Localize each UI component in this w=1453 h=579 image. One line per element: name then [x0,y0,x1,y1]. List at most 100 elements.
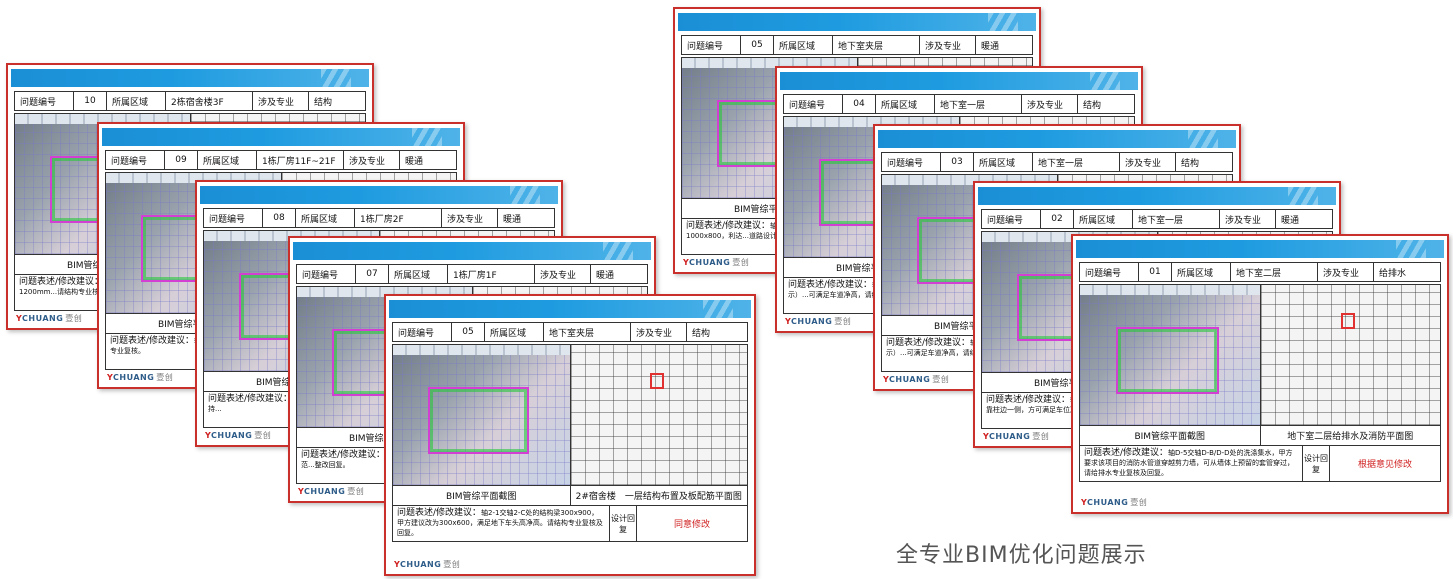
discipline-value: 暖通 [596,270,615,281]
discipline-value: 结构 [314,97,333,108]
discipline-label: 涉及专业 [253,92,309,110]
bim-caption: BIM管综平面截图 [393,486,571,505]
area-value: 地下室一层 [935,95,1022,113]
card-header-bar [11,69,369,87]
issue-description-row: 问题表述/修改建议：轴2-1交轴2-C处的结构梁300x900，甲方建议改为30… [392,506,748,542]
issue-no-label: 问题编号 [1080,263,1139,281]
card-header-bar [389,300,751,318]
discipline-label: 涉及专业 [631,323,687,341]
card-header-bar [1076,240,1444,258]
drawing-caption: 地下室二层给排水及消防平面图 [1287,432,1414,442]
area-value: 地下室二层 [1231,263,1318,281]
discipline-value: 暖通 [503,214,522,225]
drawing-screenshot [1260,285,1440,425]
issue-no-label: 问题编号 [393,323,452,341]
card-header-bar [102,128,460,146]
issue-description: 问题表述/修改建议：轴2-1交轴2-C处的结构梁300x900，甲方建议改为30… [397,508,603,537]
issue-no-value: 05 [741,36,774,54]
issue-no-value: 07 [356,265,389,283]
area-value: 地下室夹层 [833,36,920,54]
area-label: 所属区域 [296,209,355,227]
image-captions: BIM管综平面截图 2#宿舍楼 一层结构布置及板配筋平面图 [392,486,748,506]
discipline-value: 结构 [1181,158,1200,169]
issue-no-label: 问题编号 [15,92,74,110]
issue-no-value: 03 [941,153,974,171]
issue-description-row: 问题表述/修改建议：轴D-5交轴D-B/D-D处的洗涤集水，甲方要求该项目的消防… [1079,446,1441,482]
discipline-label: 涉及专业 [1120,153,1176,171]
bim-caption: BIM管综平面截图 [1080,426,1261,445]
discipline-label: 涉及专业 [920,36,976,54]
discipline-value: 暖通 [405,156,424,167]
discipline-value: 暖通 [1281,215,1300,226]
issue-no-value: 10 [74,92,107,110]
area-label: 所属区域 [876,95,935,113]
discipline-label: 涉及专业 [1220,210,1276,228]
discipline-label: 涉及专业 [442,209,498,227]
area-value: 1栋厂房2F [355,209,442,227]
issue-no-value: 05 [452,323,485,341]
issue-no-value: 04 [843,95,876,113]
issue-no-label: 问题编号 [982,210,1041,228]
issue-no-label: 问题编号 [297,265,356,283]
page-caption: 全专业BIM优化问题展示 [896,543,1147,568]
area-label: 所属区域 [389,265,448,283]
design-reply-value: 根据意见修改 [1329,446,1440,481]
area-label: 所属区域 [974,153,1033,171]
discipline-value: 结构 [1083,100,1102,111]
card-header-bar [780,72,1138,90]
design-reply-label: 设计回复 [609,506,636,541]
discipline-value: 暖通 [981,41,1000,52]
screenshot-area [392,344,748,486]
issue-no-value: 02 [1041,210,1074,228]
area-label: 所属区域 [198,151,257,169]
area-label: 所属区域 [485,323,544,341]
card-header-bar [678,13,1036,31]
area-label: 所属区域 [774,36,833,54]
card-header-bar [293,242,651,260]
area-value: 1栋厂房1F [448,265,535,283]
screenshot-area [1079,284,1441,426]
area-value: 地下室夹层 [544,323,631,341]
card-header-bar [878,130,1236,148]
area-label: 所属区域 [107,92,166,110]
card-header-bar [200,186,558,204]
card-header-bar [978,187,1336,205]
issue-description: 问题表述/修改建议：轴D-5交轴D-B/D-D处的洗涤集水，甲方要求该项目的消防… [1084,448,1294,477]
design-reply-label: 设计回复 [1302,446,1329,481]
bim-screenshot [393,345,571,485]
discipline-value: 给排水 [1379,268,1407,279]
area-label: 所属区域 [1172,263,1231,281]
design-reply-value: 同意修改 [636,506,747,541]
area-label: 所属区域 [1074,210,1133,228]
drawing-screenshot [570,345,747,485]
image-captions: BIM管综平面截图 地下室二层给排水及消防平面图 [1079,426,1441,446]
issue-no-label: 问题编号 [106,151,165,169]
bim-screenshot [1080,285,1261,425]
area-value: 1栋厂房11F~21F [257,151,344,169]
discipline-label: 涉及专业 [1318,263,1374,281]
issue-no-value: 01 [1139,263,1172,281]
issue-no-value: 09 [165,151,198,169]
drawing-caption: 2#宿舍楼 一层结构布置及板配筋平面图 [575,492,742,502]
